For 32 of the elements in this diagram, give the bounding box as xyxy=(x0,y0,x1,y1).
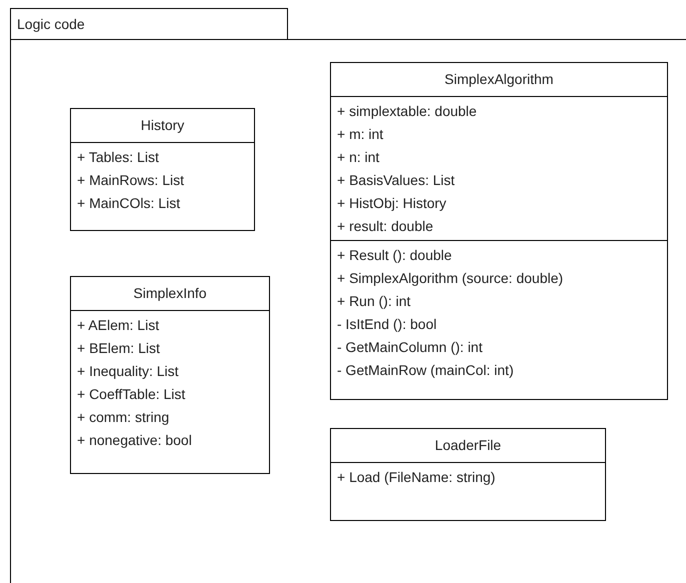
class-member: + CoeffTable: List xyxy=(77,385,186,404)
class-member: - IsItEnd (): bool xyxy=(337,315,438,334)
class-member: + BasisValues: List xyxy=(337,171,456,190)
class-member: + AElem: List xyxy=(77,316,160,335)
class-box xyxy=(70,276,270,474)
class-member: + BElem: List xyxy=(77,339,161,358)
class-member: + Tables: List xyxy=(77,148,160,167)
class-name: History xyxy=(140,116,186,135)
package-frame xyxy=(10,8,686,583)
class-member: + comm: string xyxy=(77,408,170,427)
class-member: + MainCOls: List xyxy=(77,194,182,213)
class-box xyxy=(330,428,606,521)
package-tab: Logic code xyxy=(10,8,288,40)
class-member: + Run (): int xyxy=(337,292,412,311)
class-member: + Result (): double xyxy=(337,246,453,265)
class-name: SimplexAlgorithm xyxy=(444,70,554,89)
class-member: - GetMainColumn (): int xyxy=(337,338,484,357)
class-name: LoaderFile xyxy=(434,436,502,455)
class-member: + Load (FileName: string) xyxy=(337,468,496,487)
class-member: + m: int xyxy=(337,125,384,144)
class-member: + n: int xyxy=(337,148,380,167)
class-box xyxy=(330,62,668,400)
class-member: + MainRows: List xyxy=(77,171,185,190)
class-member: + SimplexAlgorithm (source: double) xyxy=(337,269,564,288)
class-member: + Inequality: List xyxy=(77,362,180,381)
class-member: + result: double xyxy=(337,217,434,236)
class-name: SimplexInfo xyxy=(132,284,208,303)
class-member: + HistObj: History xyxy=(337,194,448,213)
class-member: + nonegative: bool xyxy=(77,431,193,450)
class-member: + simplextable: double xyxy=(337,102,478,121)
class-box xyxy=(70,108,255,231)
class-member: - GetMainRow (mainCol: int) xyxy=(337,361,515,380)
